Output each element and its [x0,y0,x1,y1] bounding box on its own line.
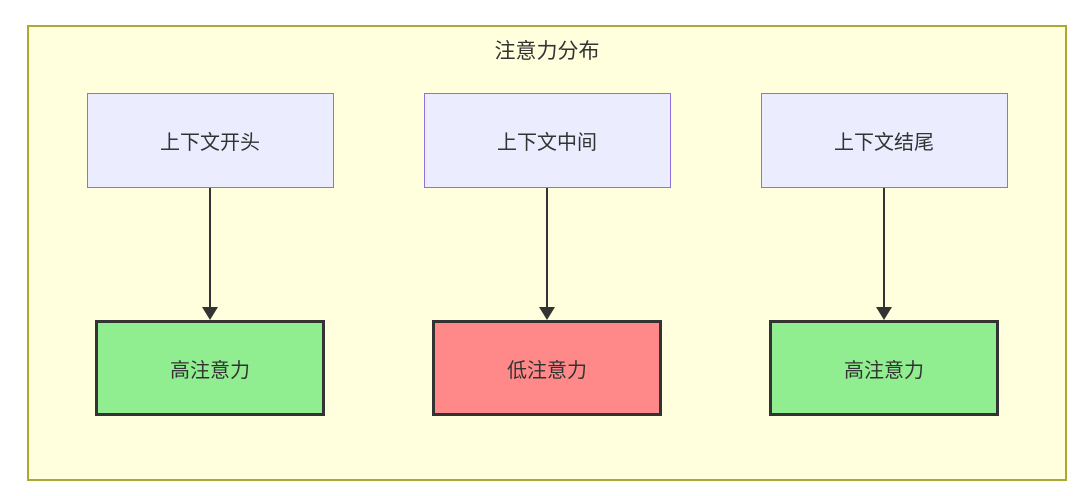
flow-columns: 上下文开头 高注意力 上下文中间 [29,93,1065,416]
node-attention-beginning-label: 高注意力 [170,359,250,382]
arrow-line [546,188,548,307]
diagram-frame: 注意力分布 上下文开头 高注意力 上下文中间 [27,25,1067,481]
diagram-title: 注意力分布 [494,40,600,63]
node-context-middle-label: 上下文中间 [497,132,597,154]
arrow-middle [539,188,555,320]
node-attention-middle-label: 低注意力 [507,359,587,382]
node-context-end: 上下文结尾 [760,93,1008,188]
node-attention-end-label: 高注意力 [844,359,924,382]
flow-column-middle: 上下文中间 低注意力 [423,93,671,416]
node-context-beginning: 上下文开头 [86,93,334,188]
node-attention-beginning: 高注意力 [95,320,325,416]
node-attention-middle: 低注意力 [432,320,662,416]
arrow-end [876,188,892,320]
arrow-head-icon [539,307,555,320]
arrow-beginning [202,188,218,320]
arrow-line [883,188,885,307]
flow-column-end: 上下文结尾 高注意力 [760,93,1008,416]
arrow-head-icon [876,307,892,320]
flow-column-beginning: 上下文开头 高注意力 [86,93,334,416]
arrow-line [209,188,211,307]
node-context-middle: 上下文中间 [423,93,671,188]
node-context-beginning-label: 上下文开头 [160,132,260,154]
arrow-head-icon [202,307,218,320]
node-attention-end: 高注意力 [769,320,999,416]
node-context-end-label: 上下文结尾 [834,132,934,154]
